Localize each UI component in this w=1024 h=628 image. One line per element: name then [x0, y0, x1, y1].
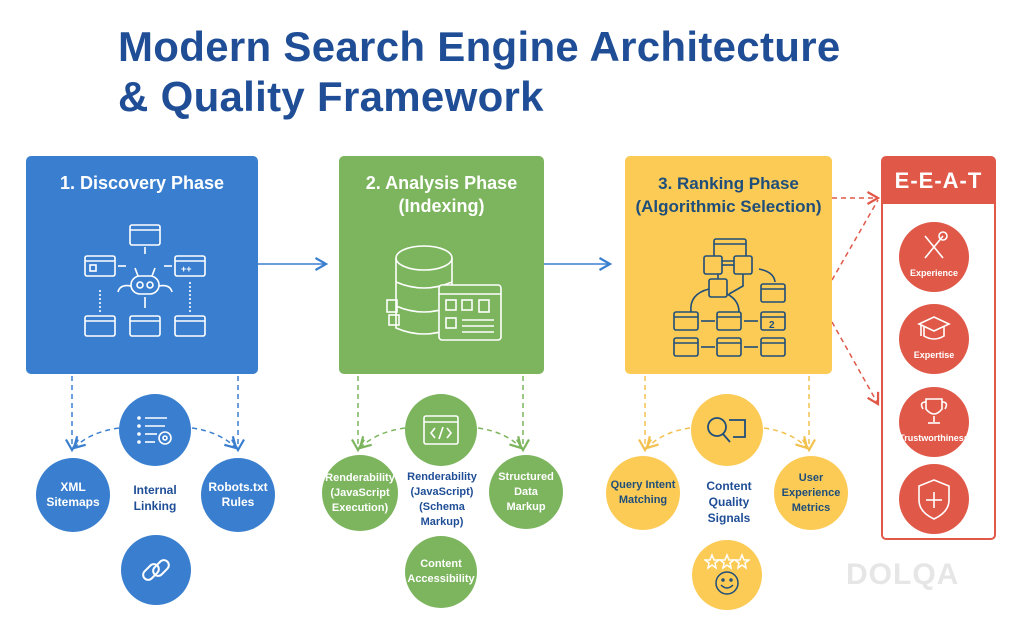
phase-discovery-card: 1. Discovery Phase ++ — [26, 156, 258, 374]
phase-analysis-title: 2. Analysis Phase — [365, 173, 518, 193]
link-node — [121, 535, 191, 605]
phase-ranking-subtitle: (Algorithmic Selection) — [635, 197, 822, 216]
ranking-flow-icon: 2 — [673, 238, 786, 357]
eeat-expertise-label: Expertise — [913, 350, 955, 360]
robots-rules-label: Robots.txt Rules — [208, 480, 268, 509]
xml-sitemaps-label: XML Sitemaps — [46, 480, 100, 509]
user-experience-label: User Experience Metrics — [781, 471, 841, 514]
content-quality-label: Content Quality Signals — [706, 479, 752, 525]
crawler-bot-icon: ++ — [84, 224, 206, 337]
list-settings-icon — [137, 416, 172, 445]
smiley-stars-icon — [704, 553, 750, 595]
renderability-schema-label: Renderability (JavaScript) (Schema Marku… — [407, 471, 477, 528]
internal-linking-label: Internal Linking — [133, 483, 177, 513]
query-intent-label: Query Intent Matching — [610, 479, 676, 506]
code-window-node — [405, 394, 477, 466]
title-line-1: Modern Search Engine Architecture — [118, 23, 841, 70]
renderability-execution-label: Renderability (JavaScript Execution) — [325, 471, 395, 514]
list-settings-node — [119, 394, 191, 466]
eeat-experience: Experience — [899, 222, 969, 292]
eeat-trustworthiness: Trustworthiness — [899, 387, 969, 457]
phase-analysis-subtitle: (Indexing) — [398, 196, 485, 216]
robots-rules-node: Robots.txt Rules — [201, 458, 275, 532]
watermark-logo: DOLQA — [846, 558, 960, 591]
eeat-trustworthiness-label: Trustworthiness — [899, 433, 969, 443]
eeat-expertise: Expertise — [899, 304, 969, 374]
structured-data-label: Structured Data Markup — [498, 470, 554, 513]
content-accessibility-label: Content Accessibility — [407, 558, 475, 585]
eeat-header: E-E-A-T — [883, 158, 994, 204]
smiley-stars-node — [692, 540, 762, 610]
phase-ranking-card: 3. Ranking Phase(Algorithmic Selection) … — [625, 156, 832, 374]
magnifier-icon — [707, 417, 746, 443]
eeat-experience-label: Experience — [909, 268, 959, 278]
trophy-icon — [920, 398, 948, 424]
structured-data-node: Structured Data Markup — [489, 455, 563, 529]
phase-analysis-card: 2. Analysis Phase (Indexing) — [339, 156, 544, 374]
link-icon — [142, 559, 170, 581]
graduation-cap-icon — [917, 316, 951, 340]
title-line-2: & Quality Framework — [118, 73, 544, 120]
content-accessibility-node: Content Accessibility — [405, 536, 477, 608]
arrow-ranking-to-eeat-diag — [831, 199, 879, 281]
shield-plus-icon — [918, 479, 950, 520]
eeat-trust-shield — [899, 464, 969, 534]
phase-ranking-title: 3. Ranking Phase — [658, 174, 799, 193]
arrow-ranking-to-eeat-bottom — [831, 321, 880, 406]
code-window-icon — [423, 415, 459, 445]
eeat-panel: E-E-A-T Experience Expertise Trustworthi… — [881, 156, 996, 540]
user-experience-node: User Experience Metrics — [774, 456, 848, 530]
page-title: Modern Search Engine Architecture & Qual… — [118, 22, 841, 122]
database-index-icon — [386, 245, 502, 341]
svg-text:++: ++ — [181, 264, 192, 274]
query-intent-node: Query Intent Matching — [606, 456, 680, 530]
svg-text:2: 2 — [769, 320, 775, 331]
magnifier-node — [691, 394, 763, 466]
xml-sitemaps-node: XML Sitemaps — [36, 458, 110, 532]
phase-discovery-title: 1. Discovery Phase — [59, 173, 225, 193]
renderability-execution-node: Renderability (JavaScript Execution) — [322, 455, 398, 531]
tools-icon — [924, 231, 948, 259]
